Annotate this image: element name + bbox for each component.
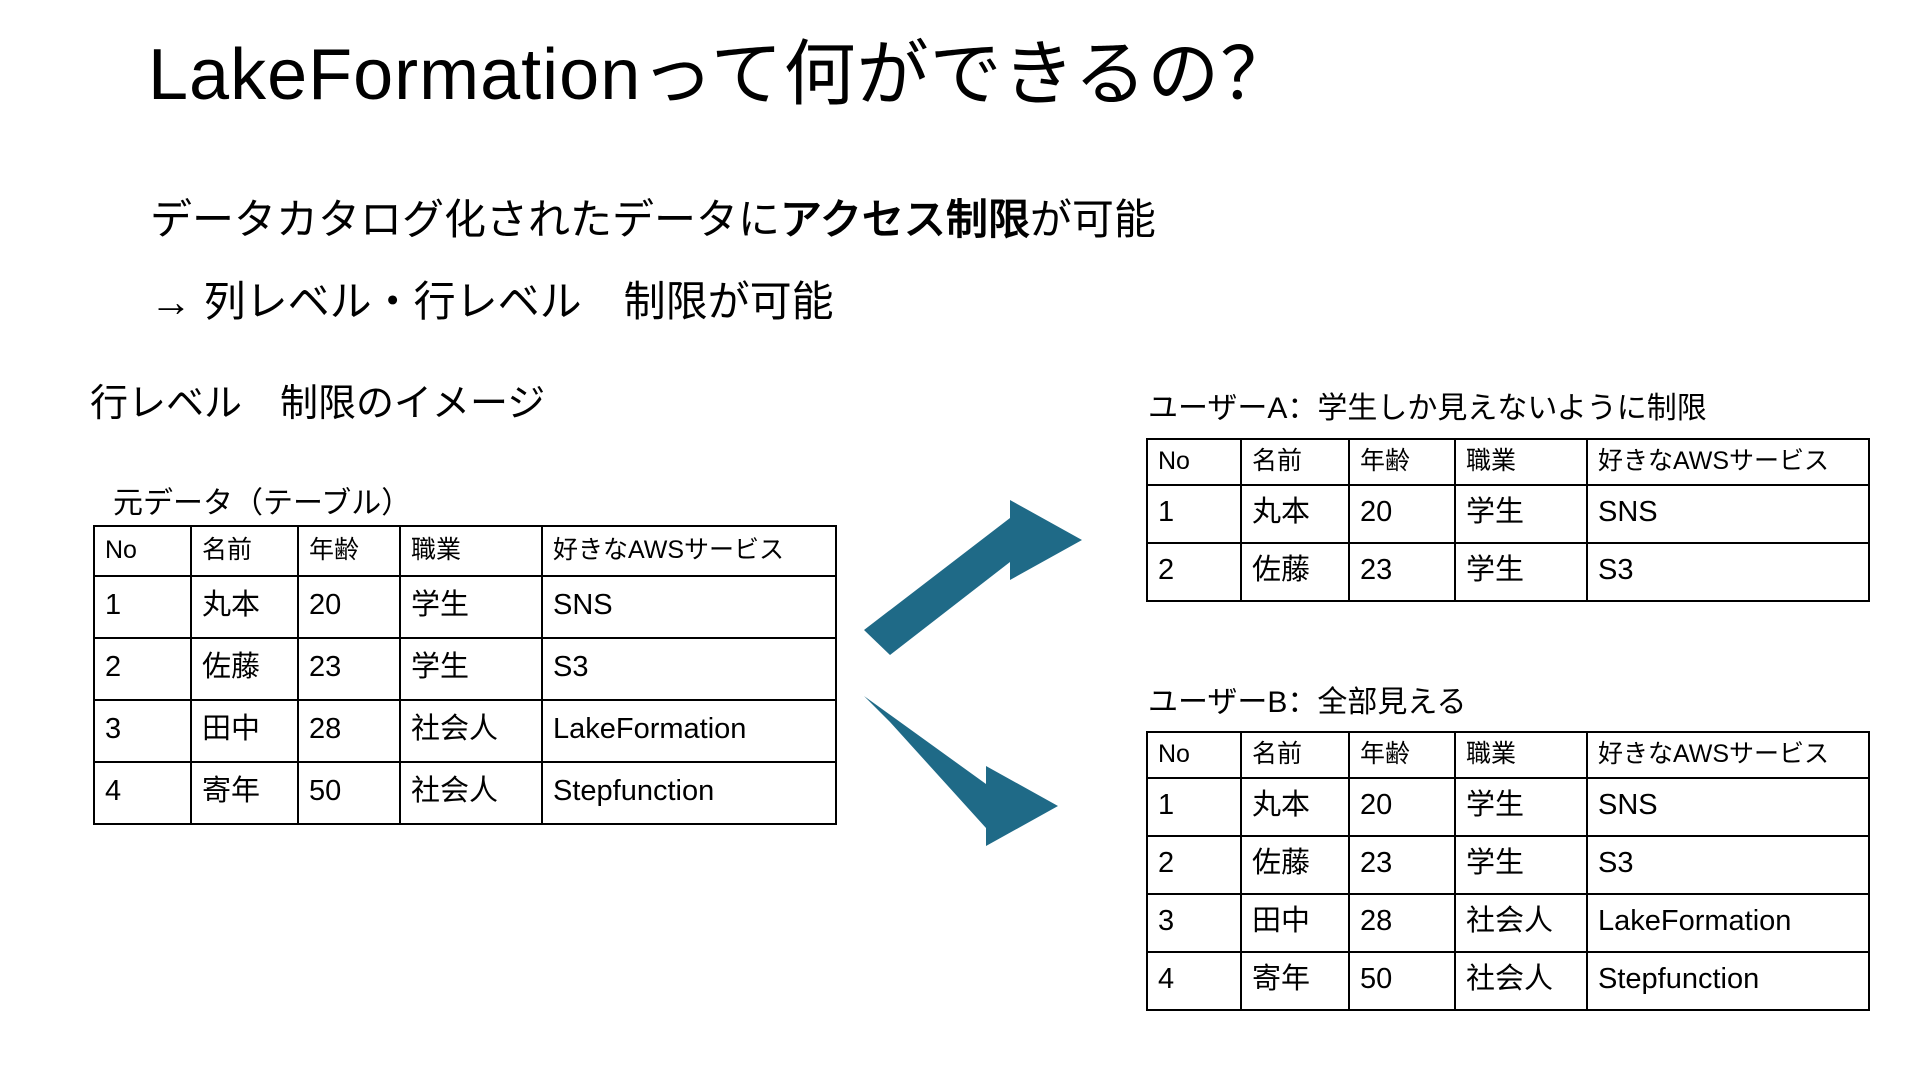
table-cell: 学生 bbox=[399, 637, 543, 701]
table-cell: 28 bbox=[1348, 893, 1456, 953]
table-cell: 23 bbox=[297, 637, 401, 701]
table-header-cell: No bbox=[1146, 731, 1242, 779]
table-cell: 50 bbox=[1348, 951, 1456, 1011]
table-cell: 23 bbox=[1348, 542, 1456, 602]
table-cell: 1 bbox=[1146, 777, 1242, 837]
table-cell: 3 bbox=[93, 699, 192, 763]
user-b-label: ユーザーB：全部見える bbox=[1148, 686, 1467, 719]
table-cell: 寄年 bbox=[190, 761, 299, 825]
table-cell: S3 bbox=[1586, 835, 1870, 895]
table-header-cell: 年齢 bbox=[297, 525, 401, 577]
table-cell: 田中 bbox=[1240, 893, 1350, 953]
table-cell: 1 bbox=[1146, 484, 1242, 544]
table-header-cell: No bbox=[93, 525, 192, 577]
table-cell: S3 bbox=[1586, 542, 1870, 602]
table-header-cell: 年齢 bbox=[1348, 731, 1456, 779]
table-cell: SNS bbox=[1586, 777, 1870, 837]
table-cell: 学生 bbox=[1454, 777, 1588, 837]
section-label-row-level: 行レベル 制限のイメージ bbox=[90, 383, 546, 425]
source-table-caption: 元データ（テーブル） bbox=[113, 487, 412, 520]
table-cell: 学生 bbox=[399, 575, 543, 639]
table-cell: 社会人 bbox=[399, 699, 543, 763]
table-header-cell: 職業 bbox=[1454, 438, 1588, 486]
table-header-cell: No bbox=[1146, 438, 1242, 486]
table-cell: 50 bbox=[297, 761, 401, 825]
subtitle-line-1-emphasis: アクセス制限 bbox=[780, 196, 1030, 243]
table-cell: 社会人 bbox=[399, 761, 543, 825]
table-cell: 丸本 bbox=[1240, 484, 1350, 544]
table-header-cell: 職業 bbox=[399, 525, 543, 577]
arrow-group bbox=[864, 500, 1082, 846]
table-cell: 社会人 bbox=[1454, 893, 1588, 953]
table-header-cell: 好きなAWSサービス bbox=[1586, 438, 1870, 486]
subtitle-line-2: → 列レベル・行レベル 制限が可能 bbox=[150, 278, 834, 325]
table-cell: Stepfunction bbox=[1586, 951, 1870, 1011]
table-cell: 学生 bbox=[1454, 835, 1588, 895]
subtitle-line-1-part-c: が可能 bbox=[1029, 196, 1156, 243]
table-header-cell: 名前 bbox=[190, 525, 299, 577]
table-header-cell: 職業 bbox=[1454, 731, 1588, 779]
table-header-cell: 好きなAWSサービス bbox=[1586, 731, 1870, 779]
table-cell: 1 bbox=[93, 575, 192, 639]
table-cell: 学生 bbox=[1454, 542, 1588, 602]
table-header-cell: 名前 bbox=[1240, 731, 1350, 779]
table-cell: 2 bbox=[1146, 542, 1242, 602]
table-cell: 20 bbox=[1348, 484, 1456, 544]
table-cell: Stepfunction bbox=[541, 761, 837, 825]
table-cell: SNS bbox=[1586, 484, 1870, 544]
table-cell: 20 bbox=[1348, 777, 1456, 837]
arrow-to-user-a-icon bbox=[864, 500, 1082, 655]
table-cell: 佐藤 bbox=[190, 637, 299, 701]
table-cell: 3 bbox=[1146, 893, 1242, 953]
table-cell: 社会人 bbox=[1454, 951, 1588, 1011]
subtitle-line-1-part-a: データカタログ化されたデータに bbox=[150, 196, 781, 243]
table-cell: 丸本 bbox=[1240, 777, 1350, 837]
table-cell: LakeFormation bbox=[1586, 893, 1870, 953]
table-cell: 学生 bbox=[1454, 484, 1588, 544]
table-cell: 28 bbox=[297, 699, 401, 763]
table-cell: 2 bbox=[1146, 835, 1242, 895]
arrow-to-user-b-icon bbox=[864, 696, 1058, 846]
subtitle-line-1: データカタログ化されたデータにアクセス制限が可能 bbox=[150, 196, 1156, 244]
table-cell: SNS bbox=[541, 575, 837, 639]
table-cell: 23 bbox=[1348, 835, 1456, 895]
table-cell: 2 bbox=[93, 637, 192, 701]
table-cell: 4 bbox=[93, 761, 192, 825]
table-header-cell: 名前 bbox=[1240, 438, 1350, 486]
table-cell: LakeFormation bbox=[541, 699, 837, 763]
user-a-label: ユーザーA：学生しか見えないように制限 bbox=[1148, 392, 1707, 425]
table-header-cell: 年齢 bbox=[1348, 438, 1456, 486]
table-header-cell: 好きなAWSサービス bbox=[541, 525, 837, 577]
table-cell: S3 bbox=[541, 637, 837, 701]
table-cell: 佐藤 bbox=[1240, 835, 1350, 895]
table-cell: 20 bbox=[297, 575, 401, 639]
page-title: LakeFormationって何ができるの？ bbox=[148, 35, 1294, 115]
table-cell: 4 bbox=[1146, 951, 1242, 1011]
table-cell: 寄年 bbox=[1240, 951, 1350, 1011]
table-cell: 丸本 bbox=[190, 575, 299, 639]
table-cell: 佐藤 bbox=[1240, 542, 1350, 602]
table-cell: 田中 bbox=[190, 699, 299, 763]
